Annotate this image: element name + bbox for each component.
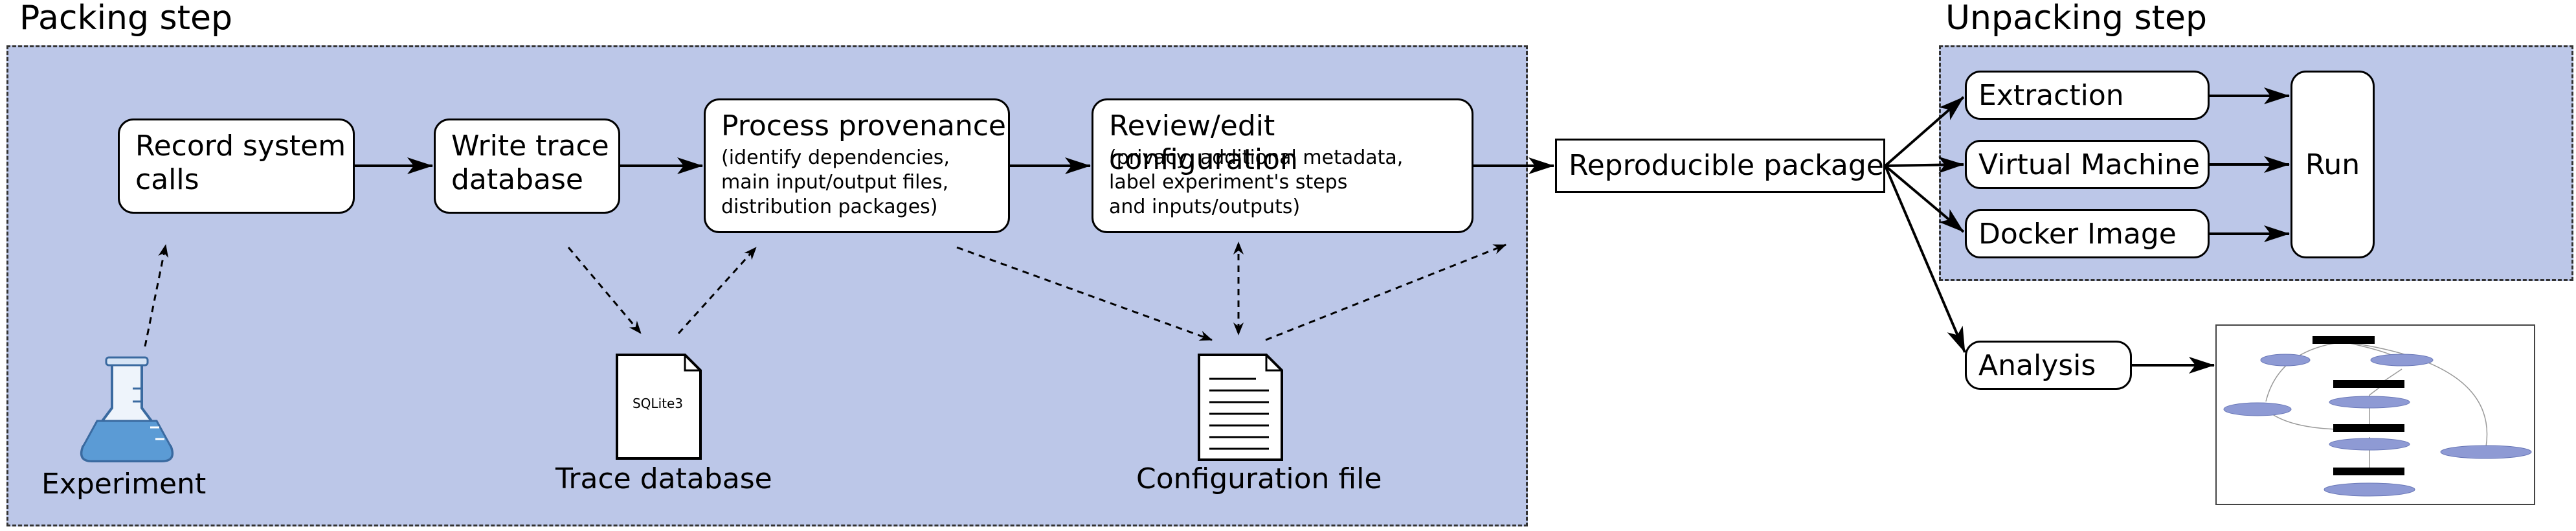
write-trace-database-label: Write trace database xyxy=(451,130,609,196)
extraction-box: Extraction xyxy=(1965,71,2210,120)
review-configuration-title: Review/edit configuration xyxy=(1109,109,1298,176)
arrow-package-to-extraction xyxy=(1884,96,1965,167)
review-configuration-box: Review/edit configuration (privacy, addi… xyxy=(1092,98,1473,233)
docker-image-box: Docker Image xyxy=(1965,209,2210,258)
dashed-arrow-tracedb-to-process xyxy=(677,246,757,335)
unpacking-step-title: Unpacking step xyxy=(1945,0,2208,38)
arrow-package-to-analysis xyxy=(1884,165,1966,353)
analysis-box: Analysis xyxy=(1965,341,2132,390)
run-box: Run xyxy=(2290,71,2375,258)
reproducible-package-box: Reproducible package xyxy=(1555,139,1885,193)
arrow-package-to-vm xyxy=(1885,156,1964,174)
configuration-file-label: Configuration file xyxy=(1136,462,1382,495)
dashed-arrow-process-to-config xyxy=(956,246,1213,341)
write-trace-database-box: Write trace database xyxy=(434,119,620,214)
record-system-calls-box: Record system calls xyxy=(118,119,355,214)
flask-icon xyxy=(80,356,174,462)
sqlite-document-text: SQLite3 xyxy=(633,396,683,411)
provenance-graph-thumbnail xyxy=(2215,324,2535,505)
configuration-document-icon xyxy=(1198,354,1283,461)
packing-step-title: Packing step xyxy=(19,0,233,38)
virtual-machine-box: Virtual Machine xyxy=(1965,140,2210,189)
trace-database-label: Trace database xyxy=(555,462,772,495)
dashed-arrow-write-to-tracedb xyxy=(567,247,642,334)
process-provenance-box: Process provenance (identify dependencie… xyxy=(704,98,1010,233)
arrow-package-to-docker xyxy=(1884,164,1965,233)
record-system-calls-label: Record system calls xyxy=(135,130,346,196)
dashed-arrow-experiment-to-record xyxy=(144,244,169,347)
dashed-arrow-config-to-package xyxy=(1265,243,1506,341)
process-provenance-details: (identify dependencies, main input/outpu… xyxy=(721,146,950,218)
experiment-label: Experiment xyxy=(41,468,207,501)
review-configuration-details: (privacy, additional metadata, label exp… xyxy=(1109,146,1404,218)
process-provenance-title: Process provenance xyxy=(721,109,1006,142)
sqlite-document-icon: SQLite3 xyxy=(616,354,702,460)
